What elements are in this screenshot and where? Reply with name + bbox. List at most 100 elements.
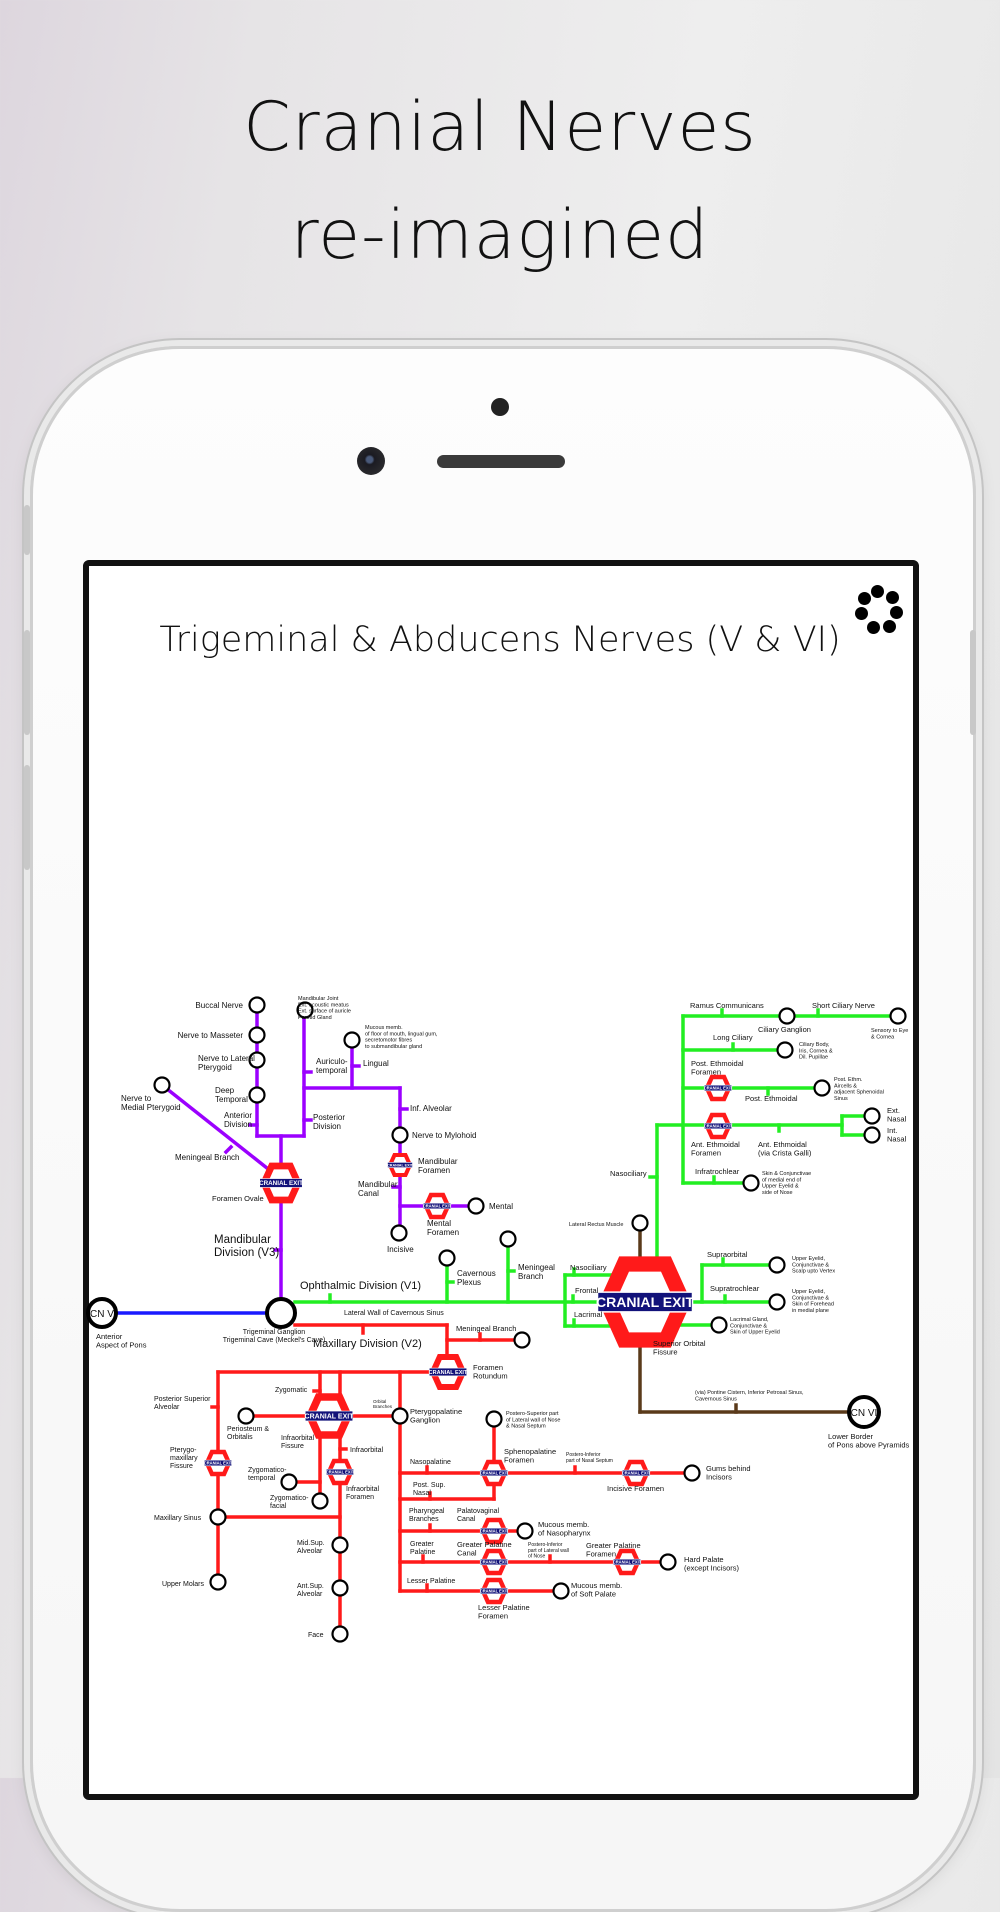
station-circle[interactable] xyxy=(710,1316,728,1334)
cranial-exit-marker[interactable]: CRANIAL EXIT xyxy=(305,1393,355,1439)
exit-bar xyxy=(703,1122,733,1130)
station-circle[interactable] xyxy=(499,1230,517,1248)
station-circle[interactable] xyxy=(153,1076,171,1094)
cranial-exit-marker[interactable]: CRANIAL EXIT xyxy=(387,1153,414,1177)
station-circle[interactable] xyxy=(683,1464,701,1482)
exit-label: CRANIAL EXIT xyxy=(480,1559,509,1564)
station-circle[interactable] xyxy=(863,1107,881,1125)
cn-v-label: CN V xyxy=(90,1309,114,1320)
exit-bar xyxy=(422,1202,452,1210)
cranial-exit-marker[interactable]: CRANIAL EXIT xyxy=(422,1192,452,1220)
label-long-ciliary: Long Ciliary xyxy=(713,1033,753,1042)
cn-v-station[interactable]: CN V xyxy=(86,1297,118,1329)
cranial-exit-marker[interactable]: CRANIAL EXIT xyxy=(480,1577,509,1605)
label-ant-eth: Ant. Ethmoidal(via Crista Galli) xyxy=(758,1140,812,1158)
station-circle[interactable] xyxy=(742,1174,760,1192)
label-foramen-ovale: Foramen Ovale xyxy=(212,1194,264,1203)
cranial-exit-marker[interactable]: CRANIAL EXIT xyxy=(703,1112,733,1140)
cranial-exit-marker[interactable]: CRANIAL EXIT xyxy=(480,1459,509,1487)
station-circle[interactable] xyxy=(331,1536,349,1554)
cranial-exits: CRANIAL EXIT CRANIAL EXIT CRANIAL EXIT CRAN… xyxy=(203,1074,733,1605)
station-circle[interactable] xyxy=(768,1256,786,1274)
station-circle[interactable] xyxy=(390,1224,408,1242)
station-circle[interactable] xyxy=(280,1473,298,1491)
cranial-exit-marker[interactable]: CRANIAL EXIT xyxy=(480,1517,509,1545)
exit-bar xyxy=(203,1459,233,1467)
station-circle[interactable] xyxy=(768,1293,786,1311)
station-circle[interactable] xyxy=(343,1031,361,1049)
cranial-exit-marker[interactable]: CRANIAL EXIT xyxy=(203,1449,233,1477)
station-circle[interactable] xyxy=(889,1007,907,1025)
station-circle[interactable] xyxy=(248,1051,266,1069)
cranial-exit-marker[interactable]: CRANIAL EXIT xyxy=(613,1548,642,1576)
label-ext-nasal: Ext.Nasal xyxy=(887,1106,907,1124)
station-circle[interactable] xyxy=(863,1126,881,1144)
cranial-exit-marker[interactable]: CRANIAL EXIT xyxy=(622,1459,651,1487)
label-lat-rectus: Lateral Rectus Muscle xyxy=(569,1222,623,1228)
headline-line-1: Cranial Nerves xyxy=(243,88,757,167)
phone-mute-switch xyxy=(24,505,30,555)
station-circle[interactable] xyxy=(296,1001,314,1019)
screen-title: Trigeminal & Abducens Nerves (V & VI) xyxy=(159,620,841,660)
label-supratroch-target: Upper Eyelid,Conjunctivae &Skin of Foreh… xyxy=(792,1289,834,1314)
station-circle[interactable] xyxy=(311,1492,329,1510)
label-lat-wall: Lateral Wall of Cavernous Sinus xyxy=(344,1310,444,1317)
station-circle[interactable] xyxy=(659,1553,677,1571)
trigeminal-ganglion-station[interactable] xyxy=(265,1297,297,1329)
headline-line-2: re-imagined xyxy=(290,196,710,275)
station-circle[interactable] xyxy=(552,1582,570,1600)
station-circle[interactable] xyxy=(513,1331,531,1349)
cranial-exit-marker[interactable]: CRANIAL EXIT xyxy=(596,1256,694,1348)
label-lesser-palatine: Lesser Palatine xyxy=(407,1578,455,1585)
station-circle[interactable] xyxy=(485,1410,503,1428)
station-circle[interactable] xyxy=(467,1197,485,1215)
label-lacrimal: Lacrimal xyxy=(574,1310,603,1319)
station-circle[interactable] xyxy=(776,1041,794,1059)
v3-nerve-segment xyxy=(223,1144,234,1155)
label-lacrimal-target: Lacrimal Gland,Conjunctivae &Skin of Upp… xyxy=(730,1317,780,1336)
cranial-exit-marker[interactable]: CRANIAL EXIT xyxy=(428,1354,468,1390)
station-circle[interactable] xyxy=(813,1079,831,1097)
cranial-exit-marker[interactable]: CRANIAL EXIT xyxy=(704,1074,733,1102)
station-circle[interactable] xyxy=(778,1007,796,1025)
station-circle[interactable] xyxy=(438,1249,456,1267)
label-infratrochlear: Infratrochlear xyxy=(695,1167,740,1176)
label-supraorbital: Supraorbital xyxy=(707,1250,748,1259)
station-circle[interactable] xyxy=(209,1508,227,1526)
station-circle[interactable] xyxy=(391,1126,409,1144)
station-circle[interactable] xyxy=(237,1407,255,1425)
station-circle[interactable] xyxy=(391,1407,409,1425)
cranial-exit-marker[interactable]: CRANIAL EXIT xyxy=(326,1458,355,1486)
station-circle[interactable] xyxy=(209,1573,227,1591)
phone-power-button xyxy=(970,630,976,735)
station-circle[interactable] xyxy=(331,1579,349,1597)
exit-bar xyxy=(428,1367,468,1377)
station-circle[interactable] xyxy=(248,996,266,1014)
station-circle[interactable] xyxy=(248,1086,266,1104)
label-nasopalatine: Nasopalatine xyxy=(410,1459,451,1466)
station-circle[interactable] xyxy=(631,1214,649,1232)
cranial-exit-marker[interactable]: CRANIAL EXIT xyxy=(259,1162,303,1204)
station-circle[interactable] xyxy=(248,1026,266,1044)
label-post-sup-nasal: Post. Sup.Nasal xyxy=(413,1482,445,1497)
label-post-eth: Post. Ethmoidal xyxy=(745,1094,798,1103)
station-circle[interactable] xyxy=(516,1522,534,1540)
label-ciliary-body: Ciliary Body,Iris, Cornea &Dil. Pupillae xyxy=(799,1042,833,1061)
label-nasociliary-b: Nasociliary xyxy=(610,1169,647,1178)
station-circle[interactable] xyxy=(331,1625,349,1643)
exit-label: CRANIAL EXIT xyxy=(704,1085,733,1090)
cn-vi-station[interactable]: CN VI xyxy=(847,1395,881,1429)
label-zyg-temporal: Zygomatico-temporal xyxy=(248,1467,287,1482)
cranial-exit-marker[interactable]: CRANIAL EXIT xyxy=(480,1548,509,1576)
menu-button[interactable] xyxy=(850,583,904,637)
